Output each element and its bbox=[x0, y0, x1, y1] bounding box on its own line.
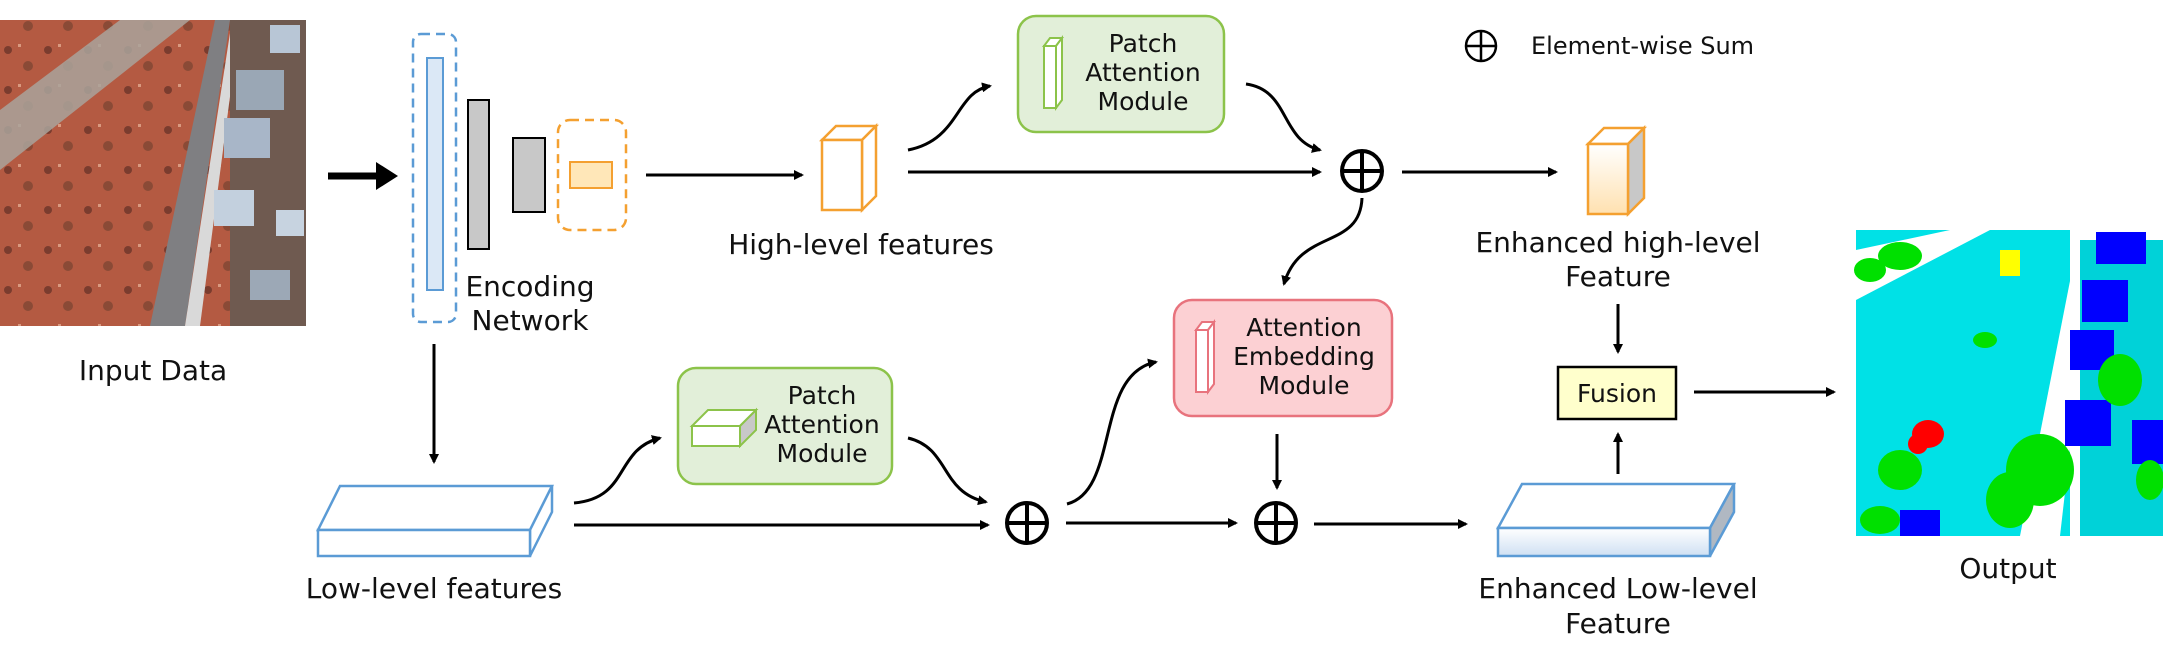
patch-bottom-line1: Patch bbox=[788, 381, 857, 410]
enh-high-label-line1: Enhanced high-level bbox=[1475, 226, 1760, 259]
arrow-patch-bottom-to-sum2 bbox=[907, 436, 988, 506]
arrow-sum1-to-attention bbox=[1281, 197, 1364, 286]
patch-attention-module-top: Patch Attention Module bbox=[1016, 14, 1226, 134]
encoder-dashed-frame-blue bbox=[411, 32, 458, 324]
legend-sum-icon bbox=[1464, 29, 1498, 63]
high-level-cube bbox=[818, 122, 880, 214]
high-level-label: High-level features bbox=[728, 228, 994, 261]
encoding-network bbox=[411, 32, 628, 324]
sum-symbol-3 bbox=[1254, 501, 1298, 545]
patch-top-line1: Patch bbox=[1109, 29, 1178, 58]
encoder-layer-2 bbox=[467, 99, 490, 250]
thin-cube-icon bbox=[1042, 35, 1064, 111]
enh-high-label-line2: Feature bbox=[1565, 260, 1671, 293]
encoding-label-line2: Network bbox=[472, 304, 590, 337]
output-image bbox=[1854, 230, 2163, 536]
low-level-slab bbox=[315, 484, 555, 558]
enhanced-high-cube bbox=[1584, 124, 1648, 218]
legend-label: Element-wise Sum bbox=[1531, 32, 1754, 60]
enh-low-label-line1: Enhanced Low-level bbox=[1478, 572, 1757, 605]
encoder-layer-4 bbox=[569, 161, 613, 189]
input-label: Input Data bbox=[79, 354, 227, 387]
input-image bbox=[0, 20, 306, 326]
attention-embedding-module: Attention Embedding Module bbox=[1172, 298, 1394, 418]
low-level-label: Low-level features bbox=[306, 572, 562, 605]
enh-low-label-line2: Feature bbox=[1565, 607, 1671, 640]
attention-line3: Module bbox=[1259, 371, 1350, 400]
fusion-box: Fusion bbox=[1556, 365, 1678, 421]
patch-bottom-line2: Attention bbox=[764, 410, 879, 439]
thin-cube-icon-red bbox=[1194, 319, 1216, 395]
patch-bottom-line3: Module bbox=[777, 439, 868, 468]
fusion-label: Fusion bbox=[1577, 379, 1657, 408]
attention-line1: Attention bbox=[1246, 313, 1361, 342]
arrow-low-to-patch-bottom bbox=[573, 435, 662, 505]
encoder-layer-1 bbox=[426, 57, 444, 291]
patch-top-line2: Attention bbox=[1085, 58, 1200, 87]
enhanced-low-slab bbox=[1495, 482, 1737, 558]
encoding-label-line1: Encoding bbox=[465, 270, 594, 303]
patch-top-line3: Module bbox=[1098, 87, 1189, 116]
output-label: Output bbox=[1959, 552, 2056, 585]
arrow-input-head bbox=[376, 162, 398, 190]
encoder-layer-3 bbox=[512, 137, 546, 213]
arrow-high-to-patch-top bbox=[907, 82, 992, 152]
flat-cube-icon bbox=[689, 407, 759, 449]
arrow-sum2-to-attention bbox=[1066, 358, 1158, 506]
arrow-patch-top-to-sum1 bbox=[1245, 82, 1322, 153]
attention-line2: Embedding bbox=[1233, 342, 1375, 371]
encoder-dashed-frame-orange bbox=[556, 118, 628, 232]
patch-attention-module-bottom: Patch Attention Module bbox=[676, 366, 894, 486]
sum-symbol-2 bbox=[1005, 501, 1049, 545]
sum-symbol-1 bbox=[1340, 149, 1384, 193]
